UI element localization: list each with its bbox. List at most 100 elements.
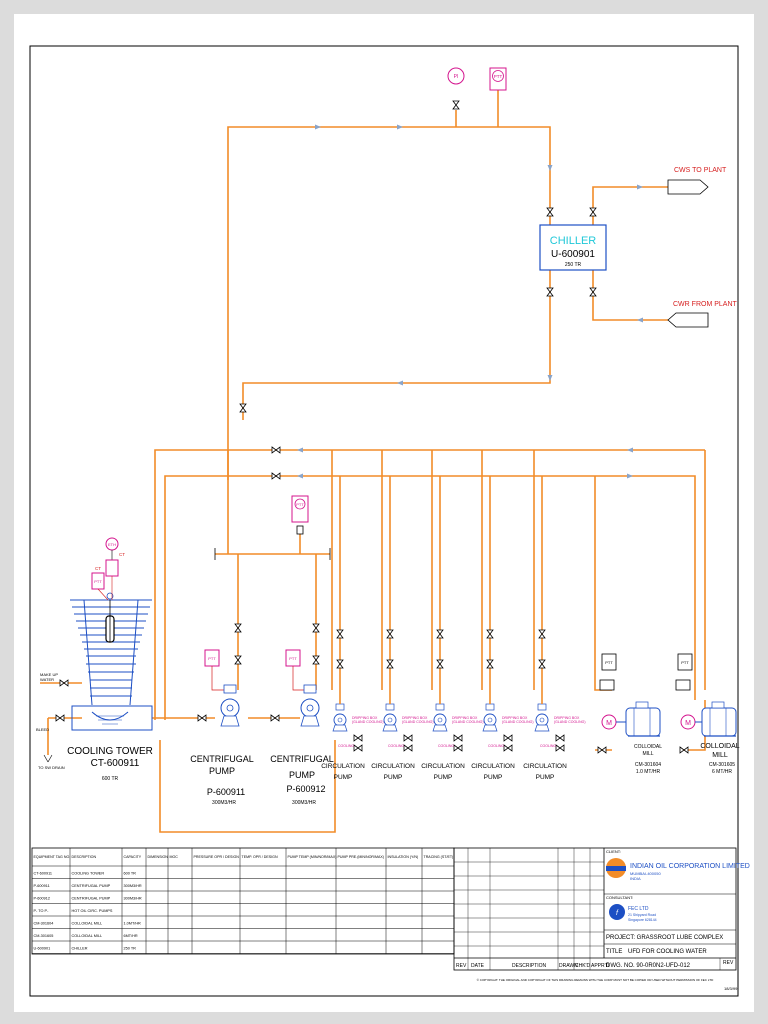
pump1-tag: P-600911: [207, 787, 245, 797]
table-cell: CENTRIFUGAL PUMP: [72, 897, 111, 901]
mill1-line1: COLLOIDAL: [634, 744, 662, 750]
circulation-pump-2: DRIPPING BOX (GLAND COOLING) COOLING CIR…: [371, 450, 434, 781]
table-cell: 600 TR: [124, 872, 137, 876]
table-cell: 300M3/HR: [124, 884, 142, 888]
svg-text:PTT: PTT: [296, 502, 304, 507]
circ-pump-5-line1: CIRCULATION: [523, 763, 567, 770]
svg-text:PTT: PTT: [289, 656, 297, 661]
chiller-capacity: 250 TR: [565, 262, 582, 268]
consultant-name: FEC LTD: [628, 906, 649, 912]
drain-symbol: [43, 754, 53, 763]
make-up-label-1: MAKE UP: [40, 672, 58, 677]
svg-text:COOLING: COOLING: [488, 744, 504, 748]
tower-tag: CT-600911: [91, 758, 140, 769]
svg-text:(GLAND COOLING): (GLAND COOLING): [352, 720, 384, 724]
circulation-pump-3: DRIPPING BOX (GLAND COOLING) COOLING CIR…: [421, 450, 484, 781]
colloidal-mill-cm301605: PTT M COLLOIDAL MILL CM-301605 6 MT/HR: [675, 653, 740, 775]
cwr-from-plant-connector: CWR FROM PLANT: [667, 301, 738, 328]
client-name: INDIAN OIL CORPORATION LIMITED: [630, 863, 750, 870]
title-label: TITLE: [606, 949, 622, 955]
table-header-cell: PRESSURE OPR / DESIGN: [194, 855, 240, 859]
svg-text:PTT: PTT: [494, 74, 503, 79]
mill1-tag: CM-301604: [635, 762, 661, 768]
cwr-from-plant-label: CWR FROM PLANT: [673, 301, 738, 308]
table-cell: CM-301605: [34, 934, 54, 938]
svg-text:COOLING: COOLING: [388, 744, 404, 748]
consultant-address-2: Singapore 628144: [628, 918, 657, 922]
svg-text:M: M: [685, 720, 691, 727]
circ-pump-2-line1: CIRCULATION: [371, 763, 415, 770]
rev-label: REV: [723, 960, 734, 966]
drain-label: TO SW DRAIN: [38, 765, 65, 770]
rev-col-date: DATE: [471, 963, 485, 969]
centrifugal-pump-p600911: PTT CENTRIFUGAL PUMP P-600911 300M3/HR: [190, 649, 254, 806]
table-header-cell: DIMENSION: [148, 855, 169, 859]
client-address-2: INDIA: [630, 876, 641, 881]
rev-col-rev: REV: [456, 963, 467, 969]
rev-col-chkd: CHK'D: [575, 963, 591, 969]
table-cell: CM-301604: [34, 922, 54, 926]
table-cell: 1.0MT/HR: [124, 922, 142, 926]
circulation-pump-1: DRIPPING BOX (GLAND COOLING) COOLING CIR…: [321, 450, 384, 781]
svg-text:(GLAND COOLING): (GLAND COOLING): [402, 720, 434, 724]
consultant-address-1: 21 Shipyard Road: [628, 913, 656, 917]
consultant-label: CONSULTANT:: [606, 895, 633, 900]
indian-oil-logo: [606, 858, 626, 878]
drawing-title: UFD FOR COOLING WATER: [628, 949, 707, 955]
circ-pump-5-line2: PUMP: [536, 774, 555, 781]
pump1-capacity: 300M3/HR: [212, 800, 236, 806]
svg-text:PTT: PTT: [681, 660, 689, 665]
project-title: PROJECT: GRASSROOT LUBE COMPLEX: [606, 935, 723, 941]
table-header-cell: PUMP PRE.(MIN/NOR/MAX): [338, 855, 384, 859]
svg-text:COOLING: COOLING: [338, 744, 354, 748]
table-cell: P-600911: [34, 884, 50, 888]
drawing-border: [29, 45, 739, 997]
svg-text:DRIPPING BOX: DRIPPING BOX: [402, 716, 428, 720]
circulation-pump-5: DRIPPING BOX (GLAND COOLING) COOLING CIR…: [523, 450, 586, 781]
svg-text:PI: PI: [454, 74, 459, 80]
mill2-capacity: 6 MT/HR: [712, 769, 732, 775]
circ-pump-1-line1: CIRCULATION: [321, 763, 365, 770]
rev-col-apprd: APPR'D: [591, 963, 610, 969]
pump2-capacity: 300M3/HR: [292, 800, 316, 806]
svg-text:(GLAND COOLING): (GLAND COOLING): [502, 720, 534, 724]
cooling-tower-ct600911: COOLING TOWER CT-600911 600 TR: [67, 592, 153, 782]
svg-text:PTT: PTT: [605, 660, 613, 665]
table-cell: CENTRIFUGAL PUMP: [72, 884, 111, 888]
circ-pump-4-line2: PUMP: [484, 774, 503, 781]
table-header-cell: EQUIPMENT TAG NO.: [34, 855, 71, 859]
rev-col-description: DESCRIPTION: [512, 963, 547, 969]
piping-network: [40, 90, 706, 833]
pressure-indicator: PI: [447, 67, 465, 85]
pump1-line1: CENTRIFUGAL: [190, 754, 254, 764]
pressure-transmitter: PTT: [489, 67, 507, 91]
table-cell: CT-600911: [34, 872, 53, 876]
chiller-title: CHILLER: [550, 235, 597, 247]
sheet-paper: [14, 14, 754, 1012]
tower-transmitter: CT PTT: [91, 566, 113, 601]
pump2-line1: CENTRIFUGAL: [270, 754, 334, 764]
table-cell: P- TO P-: [34, 909, 50, 913]
tower-name: COOLING TOWER: [67, 746, 153, 757]
mill2-line1: COLLOIDAL: [700, 743, 739, 750]
svg-text:DRIPPING BOX: DRIPPING BOX: [554, 716, 580, 720]
svg-text:ETH: ETH: [108, 542, 116, 547]
header-pressure-transmitter: PTT: [291, 495, 309, 535]
svg-text:(GLAND COOLING): (GLAND COOLING): [554, 720, 586, 724]
table-header-cell: CAPACITY: [124, 855, 142, 859]
pump1-line2: PUMP: [209, 766, 235, 776]
make-up-label-2: WATER: [40, 677, 54, 682]
circ-pump-1-line2: PUMP: [334, 774, 353, 781]
table-header-cell: PUMP TEMP (MIN/NOR/MAX): [288, 855, 337, 859]
bleed-label: BLEED: [36, 727, 49, 732]
circ-pump-3-line2: PUMP: [434, 774, 453, 781]
pump2-tag: P-600912: [286, 784, 325, 794]
tower-capacity: 600 TR: [102, 776, 119, 782]
table-header-cell: TRACING (ST/ET): [424, 855, 454, 859]
svg-text:(GLAND COOLING): (GLAND COOLING): [452, 720, 484, 724]
title-block: CLIENT: INDIAN OIL CORPORATION LIMITED M…: [453, 847, 750, 991]
chiller-tag: U-600901: [551, 249, 595, 260]
svg-text:PTT: PTT: [208, 656, 216, 661]
